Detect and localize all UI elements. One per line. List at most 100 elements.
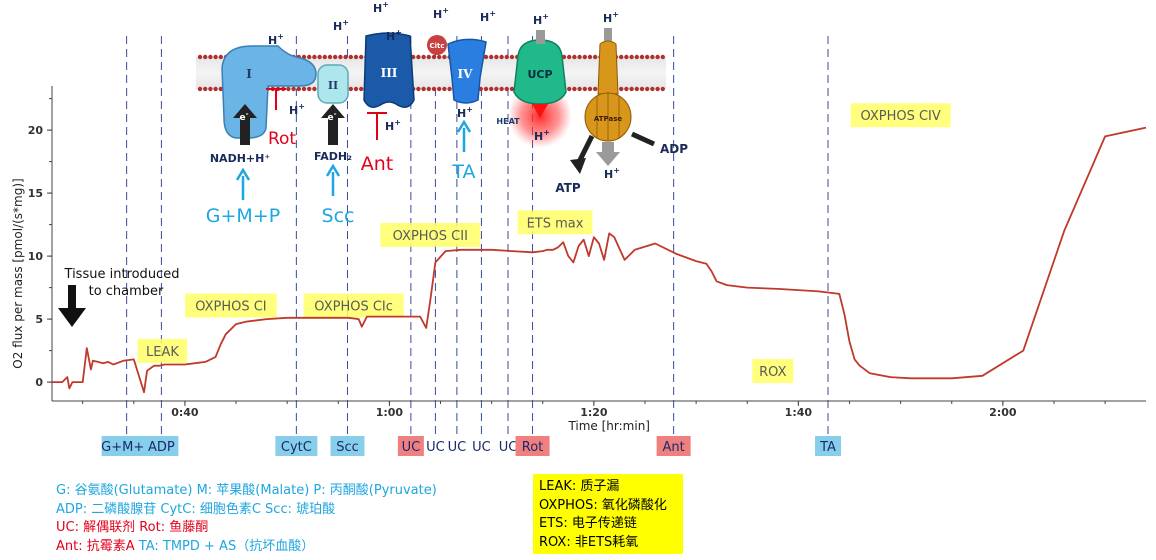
- event-label-bg: [101, 436, 152, 456]
- event-label: Ant: [663, 440, 685, 455]
- lipid-head: [593, 86, 598, 92]
- y-tick-label: 20: [28, 124, 44, 137]
- gmp-label: G+M+P: [206, 205, 280, 227]
- lipid-head: [437, 86, 442, 92]
- event-label: Scc: [336, 440, 359, 455]
- event-label: UC: [448, 440, 467, 455]
- lipid-head: [660, 86, 665, 92]
- x-tick-label: 1:40: [785, 406, 813, 419]
- lipid-head: [208, 54, 213, 60]
- lipid-head: [442, 54, 447, 60]
- lipid-head: [343, 54, 348, 60]
- lipid-head: [572, 54, 577, 60]
- heat-label: HEAT: [496, 117, 520, 126]
- y-tick-label: 10: [28, 250, 44, 263]
- event-label: UC: [472, 440, 491, 455]
- atpase-top: [597, 40, 619, 95]
- lipid-head: [619, 54, 624, 60]
- proton-label: H+: [289, 102, 305, 117]
- lipid-head: [197, 54, 203, 60]
- state-label: OXPHOS CI: [195, 300, 266, 315]
- lipid-head: [567, 54, 572, 60]
- proton-label: H+: [604, 166, 620, 181]
- complex-i-label: I: [246, 67, 252, 81]
- proton-label: H+: [385, 118, 401, 133]
- state-legend: LEAK: 质子漏 OXPHOS: 氧化磷酸化 ETS: 电子传递链 ROX: …: [533, 474, 683, 554]
- lipid-head: [489, 86, 494, 92]
- lipid-head: [203, 86, 208, 92]
- ucp-shape: [513, 39, 567, 105]
- x-tick-label: 2:00: [989, 406, 1017, 419]
- legend-line-ant-ta: Ant: 抗霉素A TA: TMPD + AS（抗坏血酸）: [56, 538, 437, 557]
- complex-iv-shape: [447, 38, 487, 104]
- event-label: G+M+P: [101, 440, 152, 455]
- lipid-head: [307, 54, 312, 60]
- tissue-annotation-line-2: to chamber: [89, 284, 164, 299]
- lipid-head: [426, 54, 431, 60]
- complex-iii-label: III: [381, 66, 398, 80]
- x-tick-label: 1:00: [376, 406, 404, 419]
- tissue-arrow: [58, 285, 86, 327]
- lipid-head: [416, 86, 421, 92]
- cytc-shape: [427, 35, 447, 55]
- lipid-head: [509, 54, 515, 60]
- rot-label: Rot: [268, 129, 296, 149]
- event-label-bg: [275, 436, 318, 456]
- state-highlight: [380, 222, 481, 247]
- lipid-head: [421, 54, 426, 60]
- tissue-annotation-line-1: Tissue introduced: [64, 267, 180, 282]
- lipid-head: [577, 54, 582, 60]
- complex-iv-label: IV: [458, 67, 474, 81]
- lipid-head: [307, 86, 312, 92]
- lipid-head: [499, 86, 504, 92]
- gmp-arrow: [235, 167, 251, 200]
- lipid-head: [593, 54, 598, 60]
- tissue-annotation: Tissue introduced to chamber: [58, 267, 179, 327]
- event-label: Rot: [522, 440, 544, 455]
- lipid-head: [577, 86, 582, 92]
- x-tick-label: 0:40: [171, 406, 199, 419]
- legend-ta: TA: TMPD + AS（抗坏血酸）: [138, 538, 315, 554]
- state-label: OXPHOS CIV: [860, 109, 940, 124]
- lipid-head: [624, 86, 629, 92]
- state-label: OXPHOS CII: [393, 229, 468, 244]
- lipid-head: [582, 86, 587, 92]
- proton-label: H+: [533, 12, 549, 27]
- lipid-head: [629, 54, 634, 60]
- lipid-head: [619, 86, 624, 92]
- x-axis-label: Time [hr:min]: [567, 419, 650, 433]
- lipid-head: [197, 86, 203, 92]
- lipid-head: [504, 54, 509, 60]
- lipid-head: [218, 86, 223, 92]
- proton-label: H+: [333, 18, 349, 33]
- ta-arrow: [456, 119, 472, 152]
- lipid-head: [639, 86, 645, 92]
- state-legend-rox: ROX: 非ETS耗氧: [539, 534, 639, 550]
- lipid-head: [348, 54, 353, 60]
- lipid-head: [348, 86, 353, 92]
- state-legend-leak: LEAK: 质子漏: [539, 479, 620, 494]
- ucp-label: UCP: [527, 68, 552, 81]
- legend-line-adp: ADP: 二磷酸腺苷 CytC: 细胞色素C Scc: 琥珀酸: [56, 501, 336, 517]
- lipid-head: [213, 86, 218, 92]
- event-label: CytC: [281, 440, 312, 455]
- event-label: TA: [819, 440, 836, 455]
- state-highlight: [517, 210, 593, 235]
- lipid-head: [489, 54, 494, 60]
- ta-label: TA: [451, 161, 475, 183]
- lipid-head: [567, 86, 572, 92]
- proton-label: H+: [433, 6, 449, 21]
- lipid-head: [660, 54, 665, 60]
- proton-label: H+: [373, 0, 389, 15]
- lipid-head: [587, 86, 593, 92]
- lipid-head: [312, 54, 317, 60]
- lipid-head: [655, 86, 660, 92]
- lipid-head: [218, 54, 223, 60]
- state-highlight: [185, 293, 277, 318]
- cytc-label: Citc: [429, 42, 444, 50]
- state-label: ETS max: [527, 216, 584, 231]
- nadh-label: NADH+H⁺: [210, 152, 270, 165]
- electron-arrow-fadh: [321, 104, 345, 145]
